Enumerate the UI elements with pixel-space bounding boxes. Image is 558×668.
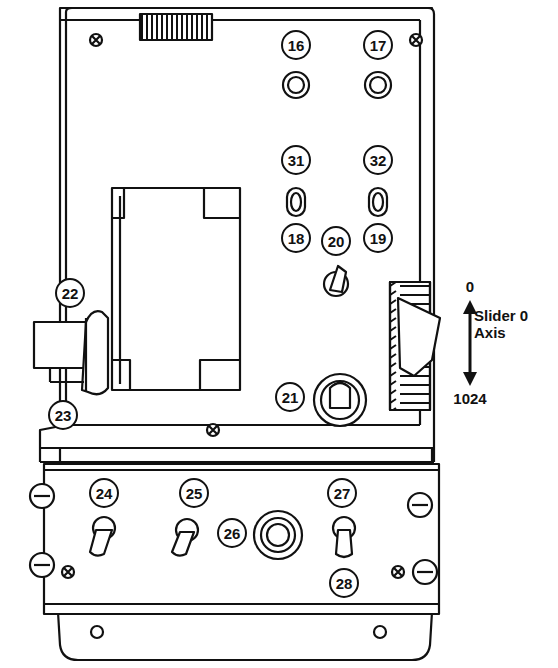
callout-circle: 27 — [327, 478, 357, 508]
callout-number: 26 — [224, 525, 241, 542]
callout-circle: 20 — [321, 226, 351, 256]
callout-circle: 25 — [179, 478, 209, 508]
axis-label: Slider 0 Axis — [474, 307, 538, 341]
callout-circle: 26 — [217, 518, 247, 548]
callout-number: 19 — [370, 230, 387, 247]
callout-number: 18 — [288, 230, 305, 247]
callout-number: 21 — [282, 389, 299, 406]
callout-circle: 32 — [363, 145, 393, 175]
callout-number: 20 — [328, 233, 345, 250]
callout-number: 17 — [370, 37, 387, 54]
callout-number: 23 — [55, 407, 72, 424]
axis-value: 1024 — [440, 390, 500, 407]
callout-circle: 22 — [55, 278, 85, 308]
callout-circle: 31 — [281, 145, 311, 175]
callout-number: 22 — [62, 285, 79, 302]
axis-value: 0 — [450, 278, 490, 295]
callout-circle: 28 — [329, 568, 359, 598]
callout-circle: 21 — [275, 382, 305, 412]
callout-number: 32 — [370, 152, 387, 169]
callout-circle: 17 — [363, 30, 393, 60]
callout-number: 25 — [186, 485, 203, 502]
callout-circle: 23 — [48, 400, 78, 430]
callout-circle: 19 — [363, 223, 393, 253]
callout-number: 31 — [288, 152, 305, 169]
callout-number: 24 — [96, 485, 113, 502]
callout-number: 27 — [334, 485, 351, 502]
callout-number: 28 — [336, 575, 353, 592]
callout-number: 16 — [288, 37, 305, 54]
callout-circle: 16 — [281, 30, 311, 60]
callout-circle: 18 — [281, 223, 311, 253]
callout-circle: 24 — [89, 478, 119, 508]
